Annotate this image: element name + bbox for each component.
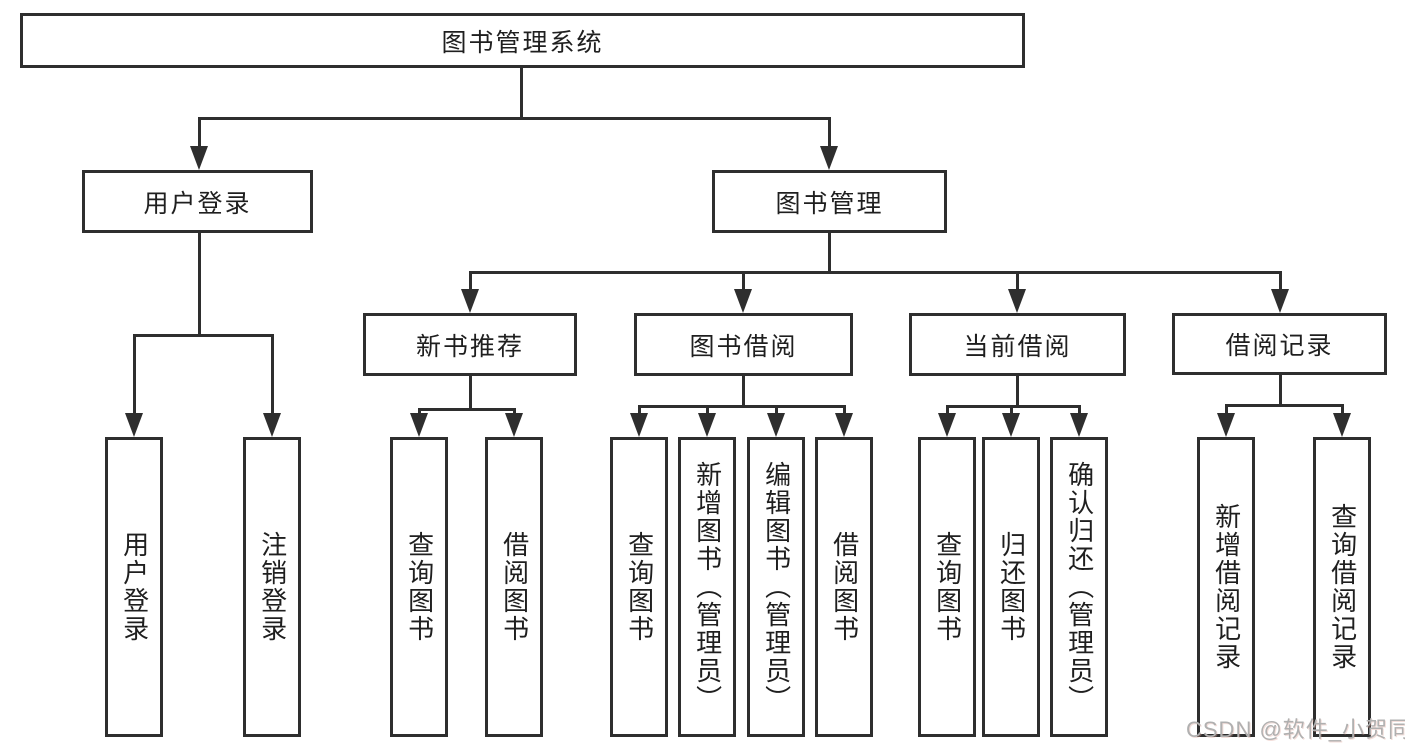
node-book-management: 图书管理 <box>712 170 947 233</box>
leaf-bb-query-book: 查询图书 <box>610 437 668 737</box>
node-label: 编辑图书（管理员） <box>761 461 792 713</box>
node-label: 新书推荐 <box>415 332 524 361</box>
connector-nbr-rail <box>418 408 516 411</box>
arrow-down-icon <box>1002 413 1020 437</box>
leaf-br-query-record: 查询借阅记录 <box>1313 437 1371 737</box>
connector-br-rail <box>1225 404 1344 407</box>
arrow-down-icon <box>1070 413 1088 437</box>
arrow-down-icon <box>1333 413 1351 437</box>
node-label: 借阅图书 <box>829 531 860 643</box>
arrow-down-icon <box>461 289 479 313</box>
connector-l3-drop <box>1279 271 1282 292</box>
connector-leaf-drop <box>513 408 516 416</box>
node-label: 用户登录 <box>119 531 150 643</box>
arrow-down-icon <box>1008 289 1026 313</box>
node-label: 查询图书 <box>404 531 435 643</box>
connector-bb-stem <box>742 376 745 408</box>
arrow-down-icon <box>190 146 208 170</box>
connector-root-stem <box>520 68 523 118</box>
node-label: 当前借阅 <box>963 332 1072 361</box>
connector-user-login-drop <box>198 117 201 150</box>
node-label: 图书管理系统 <box>441 28 604 57</box>
arrow-down-icon <box>630 413 648 437</box>
connector-user-login-rail <box>133 334 274 337</box>
connector-br-stem <box>1279 375 1282 407</box>
node-new-book-recommend: 新书推荐 <box>363 313 577 376</box>
leaf-bb-add-book-admin: 新增图书（管理员） <box>678 437 736 737</box>
connector-book-management-stem <box>828 233 831 273</box>
connector-leaf-drop <box>775 405 778 416</box>
arrow-down-icon <box>1271 289 1289 313</box>
node-label: 新增借阅记录 <box>1211 503 1242 671</box>
leaf-cb-confirm-return-admin: 确认归还（管理员） <box>1050 437 1108 737</box>
arrow-down-icon <box>767 413 785 437</box>
csdn-watermark: CSDN @软件_小贺同学 <box>1186 717 1405 742</box>
connector-leaf-drop <box>271 334 274 416</box>
leaf-br-add-record: 新增借阅记录 <box>1197 437 1255 737</box>
leaf-nbr-borrow-book: 借阅图书 <box>485 437 543 737</box>
arrow-down-icon <box>263 413 281 437</box>
node-library-management-system: 图书管理系统 <box>20 13 1025 68</box>
node-user-login: 用户登录 <box>82 170 313 233</box>
connector-leaf-drop <box>843 405 846 416</box>
connector-leaf-drop <box>133 334 136 416</box>
node-label: 注销登录 <box>257 531 288 643</box>
leaf-cb-return-book: 归还图书 <box>982 437 1040 737</box>
node-label: 新增图书（管理员） <box>692 461 723 713</box>
connector-book-management-drop <box>828 117 831 150</box>
arrow-down-icon <box>698 413 716 437</box>
connector-leaf-drop <box>418 408 421 416</box>
node-label: 图书管理 <box>775 189 884 218</box>
connector-l3-drop <box>742 271 745 292</box>
connector-user-login-stem <box>198 233 201 336</box>
leaf-bb-edit-book-admin: 编辑图书（管理员） <box>747 437 805 737</box>
connector-cb-stem <box>1016 376 1019 408</box>
arrow-down-icon <box>1217 413 1235 437</box>
connector-leaf-drop <box>1078 405 1081 416</box>
arrow-down-icon <box>505 413 523 437</box>
node-borrowing-records: 借阅记录 <box>1172 313 1387 375</box>
connector-leaf-drop <box>1341 404 1344 416</box>
connector-level1-rail <box>198 117 831 120</box>
connector-leaf-drop <box>706 405 709 416</box>
node-label: 图书借阅 <box>689 332 798 361</box>
connector-nbr-stem <box>469 376 472 411</box>
connector-l3-drop <box>469 271 472 292</box>
node-label: 查询图书 <box>624 531 655 643</box>
arrow-down-icon <box>938 413 956 437</box>
leaf-bb-borrow-book: 借阅图书 <box>815 437 873 737</box>
connector-bb-rail <box>638 405 846 408</box>
arrow-down-icon <box>125 413 143 437</box>
arrow-down-icon <box>835 413 853 437</box>
node-label: 查询借阅记录 <box>1327 503 1358 671</box>
arrow-down-icon <box>734 289 752 313</box>
connector-l3-drop <box>1016 271 1019 292</box>
node-book-borrowing: 图书借阅 <box>634 313 853 376</box>
node-label: 确认归还（管理员） <box>1064 461 1095 713</box>
node-label: 查询图书 <box>932 531 963 643</box>
node-label: 借阅记录 <box>1225 332 1334 360</box>
node-current-borrowing: 当前借阅 <box>909 313 1126 376</box>
arrow-down-icon <box>820 146 838 170</box>
connector-cb-rail <box>946 405 1081 408</box>
connector-leaf-drop <box>946 405 949 416</box>
connector-leaf-drop <box>1010 405 1013 416</box>
leaf-logout: 注销登录 <box>243 437 301 737</box>
connector-leaf-drop <box>638 405 641 416</box>
node-label: 归还图书 <box>996 531 1027 643</box>
connector-leaf-drop <box>1225 404 1228 416</box>
leaf-cb-query-book: 查询图书 <box>918 437 976 737</box>
connector-level3-rail <box>469 271 1281 274</box>
leaf-nbr-query-book: 查询图书 <box>390 437 448 737</box>
node-label: 借阅图书 <box>499 531 530 643</box>
node-label: 用户登录 <box>143 189 252 218</box>
leaf-user-login: 用户登录 <box>105 437 163 737</box>
arrow-down-icon <box>410 413 428 437</box>
